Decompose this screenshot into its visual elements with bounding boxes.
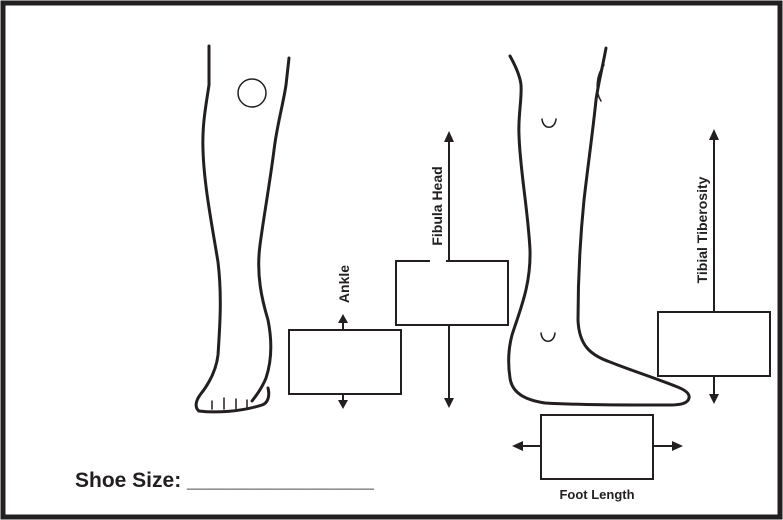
tibial-arrow-up-head: [709, 129, 719, 140]
foot-length-label: Foot Length: [559, 487, 634, 502]
tibial-tuberosity-measurement-box[interactable]: [658, 312, 770, 376]
foot-arrow-right-head: [672, 441, 683, 451]
fibula-head-measurement: Fibula Head: [396, 131, 508, 408]
front-leg-left-contour: [196, 46, 220, 411]
ankle-measurement: Ankle: [289, 265, 401, 409]
fibula-arrow-down-head: [444, 398, 454, 408]
fibula-arrow-up-head: [444, 131, 454, 142]
shoe-size-field[interactable]: Shoe Size: ________________: [75, 469, 374, 492]
foot-length-measurement-box[interactable]: [541, 415, 653, 479]
foot-length-measurement: Foot Length: [512, 415, 683, 502]
fibula-head-label: Fibula Head: [429, 166, 445, 245]
ankle-arrow-down-head: [338, 400, 348, 409]
ankle-bone-marker: [541, 333, 555, 341]
front-leg-right-contour: [252, 58, 289, 401]
ankle-label: Ankle: [336, 265, 352, 303]
ankle-measurement-box[interactable]: [289, 330, 401, 394]
fibula-head-measurement-box[interactable]: [396, 261, 508, 325]
foot-arrow-left-head: [512, 441, 523, 451]
tibial-tuberosity-label: Tibial Tiberosity: [694, 176, 710, 283]
kneecap-marker: [238, 79, 266, 107]
front-leg-drawing: [196, 46, 289, 412]
tibial-marker-top: [542, 119, 556, 127]
tibial-tuberosity-measurement: Tibial Tiberosity: [658, 129, 770, 404]
tibial-arrow-down-head: [709, 394, 719, 404]
ankle-arrow-up-head: [338, 314, 348, 323]
form-border: [3, 3, 780, 517]
